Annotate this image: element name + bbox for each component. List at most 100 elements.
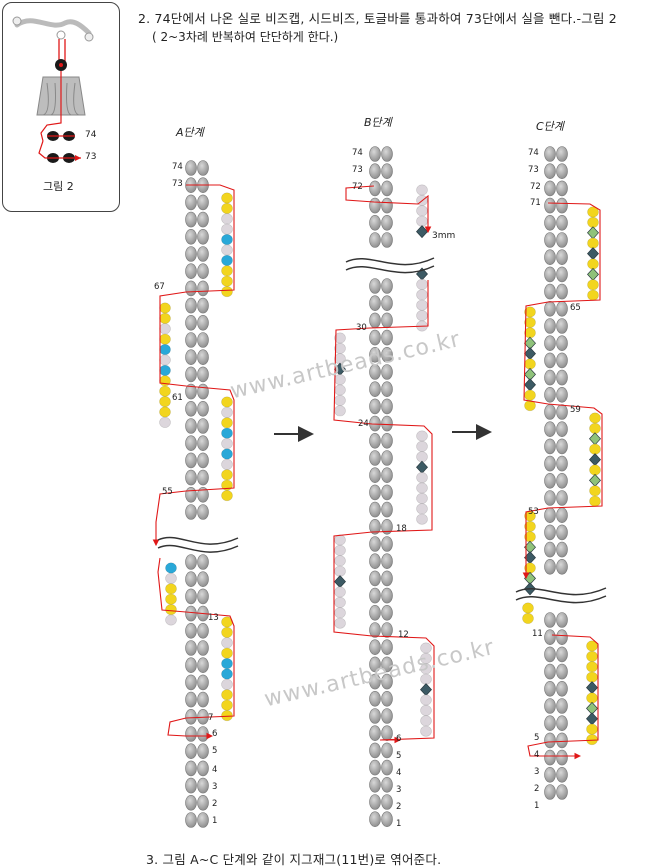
col-a-side-3-bead <box>221 427 233 439</box>
col-b-side-2-bead <box>416 278 428 290</box>
col-c-row-label: 59 <box>570 405 581 415</box>
figure-2-illustration <box>12 16 94 163</box>
col-b-side-6-bead <box>420 715 432 727</box>
col-b-side-4-bead <box>416 451 428 463</box>
col-c-upper-bead <box>556 404 568 420</box>
col-c-row-label: 53 <box>528 507 539 517</box>
col-b-lower-bead <box>369 570 381 587</box>
col-a-side-5-bead <box>221 699 233 711</box>
col-a-side-2-bead <box>159 364 171 376</box>
col-a-thread-lower <box>157 557 235 740</box>
col-c-upper-bead <box>544 300 556 317</box>
col-b-row-label: 73 <box>352 165 363 175</box>
col-b-side-1-crystal <box>416 225 428 239</box>
col-a-upper-bead <box>185 314 197 331</box>
col-a-side-4-bead <box>165 572 177 584</box>
col-b-lower-bead <box>369 518 381 535</box>
col-c-row-label: 65 <box>570 303 581 313</box>
col-a-upper-bead <box>197 297 209 314</box>
col-c-row-label: 3 <box>534 767 539 777</box>
col-c-lower-bead <box>544 766 556 783</box>
col-a-upper-bead <box>185 366 197 383</box>
row-labels-layer: 7473676155137654321747372302418126543217… <box>154 148 581 829</box>
col-a-side-2-bead <box>159 406 171 418</box>
col-c-row-label: 2 <box>534 784 539 794</box>
col-a-upper-bead <box>197 383 209 400</box>
col-b-lower-bead <box>381 295 393 312</box>
col-a-side-4-bead <box>165 583 177 595</box>
col-a-lower-bead <box>185 622 197 639</box>
col-a-upper-bead <box>197 160 209 176</box>
col-b-row-label: 4 <box>396 768 401 778</box>
col-b-side-6-bead <box>420 694 432 706</box>
col-b-side-4-bead <box>416 440 428 452</box>
col-b-lower-bead <box>369 776 381 793</box>
col-c-lower-bead <box>556 784 568 800</box>
col-a-upper-bead <box>185 263 197 280</box>
col-b-lower-bead <box>369 381 381 398</box>
col-c-row-label: 11 <box>532 629 543 639</box>
col-c-upper-bead <box>544 507 556 524</box>
col-b-lower-bead <box>369 432 381 449</box>
col-a-lower-bead <box>185 554 197 570</box>
col-a-side-2-bead <box>159 385 171 397</box>
col-a-side-3-bead <box>221 448 233 460</box>
col-c-side-5-bead <box>522 612 534 624</box>
col-b-side-6-bead <box>420 704 432 716</box>
col-a-upper-bead <box>197 332 209 348</box>
col-c-thread-lower <box>527 634 599 760</box>
col-a-side-2-bead <box>159 333 171 345</box>
col-c-lower-bead <box>544 698 556 714</box>
col-b-lower-bead <box>369 450 381 466</box>
col-a-row-label: 13 <box>208 613 219 623</box>
break-mark-b <box>345 257 435 274</box>
col-a-upper-bead <box>185 297 197 314</box>
col-c-upper-bead <box>544 335 556 352</box>
col-b-lower-bead <box>369 467 381 484</box>
break-mark-c <box>515 587 607 604</box>
col-a-lower-bead <box>197 588 209 605</box>
col-a-lower-bead <box>185 794 197 811</box>
col-b-row-label: 72 <box>352 182 363 192</box>
col-b-lower-bead <box>381 484 393 501</box>
col-c-upper-bead <box>544 146 556 162</box>
col-c-upper-bead <box>556 472 568 489</box>
col-a-upper-bead <box>197 229 209 245</box>
col-a-upper-bead <box>185 246 197 262</box>
col-b-side-4-bead <box>416 492 428 504</box>
col-a-lower-bead <box>185 657 197 674</box>
col-c-lower-bead <box>544 732 556 749</box>
col-a-lower-bead <box>185 812 197 828</box>
col-a-side-1-bead <box>221 234 233 246</box>
col-c-row-label: 72 <box>530 182 541 192</box>
col-a-lower-bead <box>197 554 209 570</box>
col-c-side-3-bead <box>589 464 601 476</box>
col-b-upper-bead <box>381 232 393 248</box>
col-a-side-3-bead <box>221 490 233 502</box>
col-a-side-5-bead <box>221 658 233 670</box>
col-c-upper-bead <box>544 266 556 283</box>
col-c-upper-bead <box>556 163 568 179</box>
col-a-side-4-bead <box>165 614 177 626</box>
col-b-lower-bead <box>369 364 381 380</box>
col-b-lower-bead <box>381 570 393 587</box>
col-b-lower-bead <box>369 553 381 570</box>
col-a-upper-bead <box>185 211 197 228</box>
col-c-upper-bead <box>556 507 568 524</box>
col-a-side-2-bead <box>159 344 171 356</box>
col-b-side-1-bead <box>416 215 428 227</box>
col-a-upper-bead <box>185 332 197 348</box>
col-a-row-label: 4 <box>212 765 217 775</box>
col-a-side-2-bead <box>159 416 171 428</box>
toggle-bar-icon <box>12 16 94 42</box>
col-b-side-5-bead <box>334 596 346 608</box>
col-b-side-3-bead <box>334 394 346 406</box>
col-c-row-label: 4 <box>534 750 539 760</box>
col-a-upper-bead <box>197 504 209 520</box>
col-a-side-3-bead <box>221 458 233 470</box>
column-b-title: B단계 <box>364 116 392 129</box>
col-a-side-2-bead <box>159 302 171 314</box>
col-b-lower-bead <box>381 381 393 398</box>
col-a-side-1-bead <box>221 244 233 256</box>
col-a-lower-bead <box>197 743 209 760</box>
